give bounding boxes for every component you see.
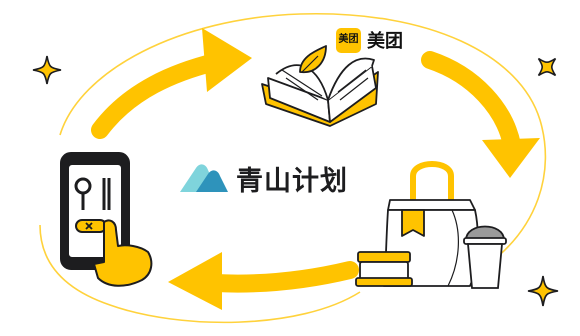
cycle-arrow-icon xyxy=(421,51,540,178)
orbit-ring-lower xyxy=(39,224,361,324)
sparkle-icon xyxy=(32,55,62,85)
cup-icon xyxy=(463,225,507,289)
orbit-ring xyxy=(59,12,547,271)
cycle-arrow-icon xyxy=(168,252,359,310)
mountain-logo-icon xyxy=(180,164,228,192)
sparkle-icon xyxy=(527,275,559,307)
sparkle-icon xyxy=(537,57,557,77)
center-logo: 青山计划 xyxy=(178,158,348,198)
meituan-logo-icon: 美团 美团 xyxy=(336,27,403,53)
phone-tap-icon xyxy=(60,152,153,287)
center-logo-text: 青山计划 xyxy=(236,165,348,197)
meituan-badge: 美团 xyxy=(336,27,361,53)
cycle-arrow-icon xyxy=(91,28,252,139)
meituan-text: 美团 xyxy=(367,31,403,52)
bowl-icon xyxy=(355,251,413,287)
open-book-leaf-icon xyxy=(261,45,379,127)
